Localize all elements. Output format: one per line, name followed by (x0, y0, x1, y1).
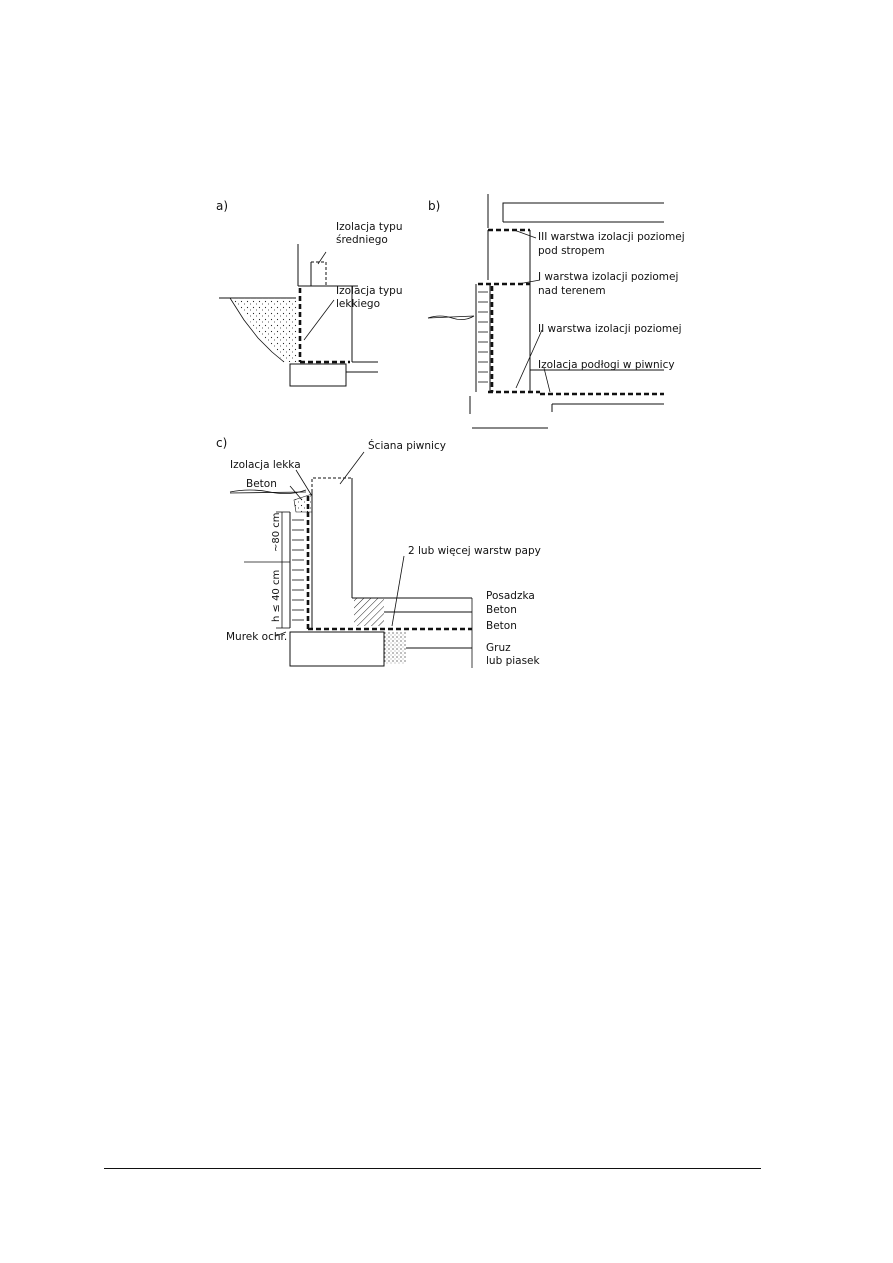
label-light-insulation-2: lekkiego (336, 298, 380, 310)
ground-line-c2 (229, 491, 307, 494)
panel-c: c) (216, 436, 541, 668)
label-layer-II: II warstwa izolacji poziomej (538, 323, 682, 335)
rubble-fill (384, 632, 406, 664)
leader-beton-top (289, 485, 303, 501)
leader-felt (391, 555, 405, 627)
panel-c-letter: c) (216, 436, 227, 450)
footing-c (289, 631, 385, 667)
leader-wall (339, 451, 365, 485)
wall-top-dashed (311, 477, 353, 492)
label-medium-insulation-2: średniego (336, 234, 388, 246)
panel-a-letter: a) (216, 199, 228, 213)
label-layer-I-2: nad terenem (538, 285, 606, 297)
leader-floor (543, 367, 551, 393)
label-rubble-1: Gruz (486, 642, 511, 654)
leader-II (515, 329, 543, 389)
label-basement-wall: Ściana piwnicy (368, 439, 446, 452)
leader-I (517, 279, 541, 285)
ground-line-b (427, 315, 475, 320)
protective-wall-c-hatch (292, 519, 304, 621)
label-medium-insulation-1: Izolacja typu (336, 221, 403, 233)
panel-b-letter: b) (428, 199, 440, 213)
label-layer-III-2: pod stropem (538, 245, 605, 257)
footing-b (469, 396, 553, 414)
label-basement-floor: Izolacja podłogi w piwnicy (538, 359, 675, 371)
leader-protective (275, 631, 287, 637)
leader-light-c (295, 469, 313, 497)
leader-III (513, 229, 537, 239)
excavation-slope (229, 297, 285, 363)
medium-insulation-edge (311, 261, 327, 286)
ground-line-b2 (427, 315, 475, 319)
label-light-insulation-c: Izolacja lekka (230, 459, 301, 471)
label-felt-layers: 2 lub więcej warstw papy (408, 545, 541, 557)
leader-light (303, 299, 335, 341)
protective-wall-hatch (478, 291, 488, 383)
backfill-soil (230, 298, 298, 362)
label-floor: Posadzka (486, 590, 535, 602)
leader-medium (317, 251, 327, 265)
label-concrete-2: Beton (486, 620, 517, 632)
slab-top (502, 202, 664, 222)
label-rubble-2: lub piasek (486, 655, 541, 667)
label-dim-lower: h ≤ 40 cm (271, 570, 282, 622)
label-concrete-top: Beton (246, 478, 277, 490)
floor-concrete-hatch (354, 598, 384, 626)
ground-line-c (229, 489, 307, 494)
label-protective-wall: Murek ochr. (226, 631, 287, 643)
label-layer-III-1: III warstwa izolacji poziomej (538, 231, 685, 243)
label-concrete-1: Beton (486, 604, 517, 616)
panel-a: a) Izolacja typu średniego Izolacja typu… (216, 199, 403, 387)
label-dim-upper: ~80 cm (271, 512, 282, 552)
label-light-insulation-1: Izolacja typu (336, 285, 403, 297)
footer-rule (104, 1168, 761, 1169)
label-layer-I-1: I warstwa izolacji poziomej (538, 271, 678, 283)
footing (289, 363, 347, 387)
panel-b: b) (427, 194, 685, 429)
